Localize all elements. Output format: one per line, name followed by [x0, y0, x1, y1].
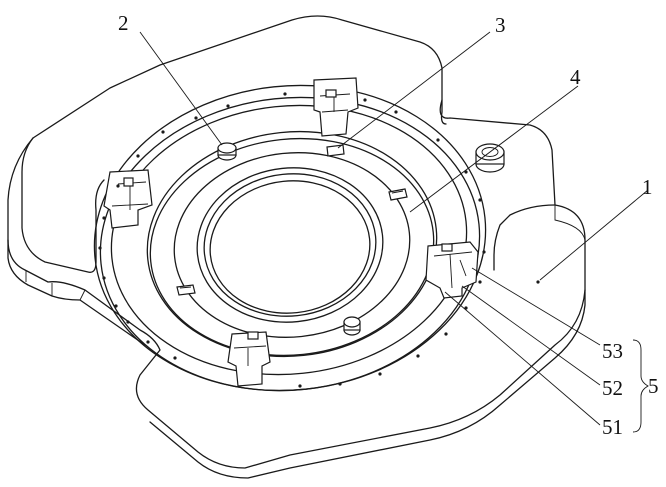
label-5: 5: [648, 374, 659, 398]
clamp-bottom: [227, 331, 271, 387]
leader-lines: [139, 31, 649, 426]
base-plate: [7, 15, 586, 469]
locating-pin-2: [217, 142, 237, 161]
group-bracket: [632, 339, 649, 433]
fitting: [475, 143, 505, 173]
clamp-right: [425, 241, 479, 299]
locating-pin: [343, 316, 361, 336]
label-1: 1: [642, 175, 653, 199]
outer-ring: [93, 84, 487, 392]
label-53: 53: [602, 339, 623, 363]
label-3: 3: [495, 13, 506, 37]
clamp-left: [103, 169, 153, 229]
label-2: 2: [118, 11, 129, 35]
slot-3: [326, 144, 345, 157]
tray-outer: [146, 130, 438, 358]
center-bore: [196, 167, 384, 323]
clamp-top: [313, 77, 359, 137]
bolt-holes: [98, 92, 540, 388]
label-51: 51: [602, 415, 623, 439]
label-4: 4: [570, 65, 581, 89]
label-52: 52: [602, 376, 623, 400]
